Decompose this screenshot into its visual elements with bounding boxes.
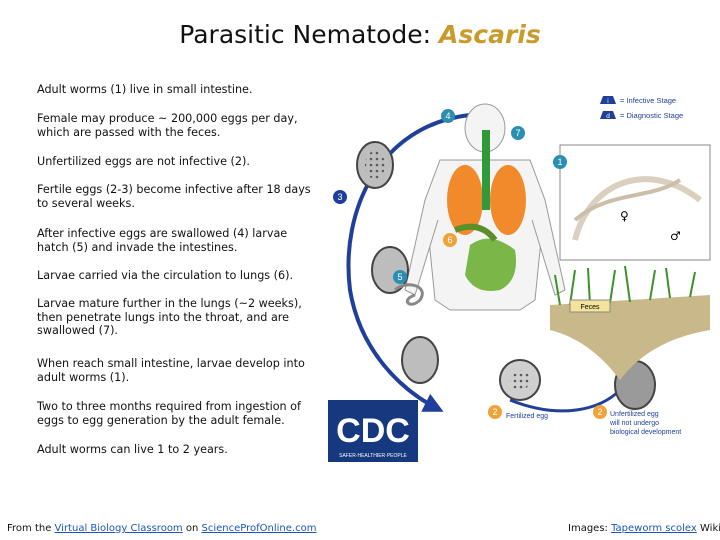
text-unfertilized: Unfertilized eggs are not infective (2).	[37, 155, 250, 168]
female-worm	[572, 176, 702, 241]
title-genus: Ascaris	[439, 20, 541, 49]
footer-left: From the Virtual Biology Classroom on Sc…	[7, 523, 316, 534]
stage-3-marker	[333, 190, 347, 204]
stomach	[453, 223, 498, 242]
footer-right-prefix: Images:	[568, 523, 612, 534]
stage-5-marker	[393, 270, 407, 284]
feces-label: Feces	[580, 304, 600, 311]
diagnostic-stage-icon	[600, 111, 616, 119]
grass	[554, 265, 696, 306]
infective-egg-larva	[365, 151, 385, 179]
stage-labels: 4 7 3 6 5 1 2 2	[333, 109, 607, 419]
stage-1-label: 1	[557, 157, 562, 167]
fertilized-egg-cell	[510, 370, 530, 390]
scienceprofonline-link[interactable]: ScienceProfOnline.com	[201, 523, 317, 534]
male-symbol: ♂	[670, 229, 681, 243]
stage-4-label: 4	[445, 111, 450, 121]
cdc-logo: CDC SAFER·HEALTHIER·PEOPLE	[328, 400, 418, 462]
stage-2-unfertilized-label: 2	[597, 407, 602, 417]
text-swallowed: After infective eggs are swallowed (4) l…	[37, 227, 288, 254]
stage-1-marker	[553, 155, 567, 169]
title-main: Parasitic Nematode:	[179, 20, 440, 49]
stage-3-label: 3	[337, 192, 342, 202]
intestine	[465, 238, 516, 291]
lung-left	[447, 165, 483, 235]
legend-infective-label: = Infective Stage	[620, 96, 676, 105]
footer-right: Images: Tapeworm scolex Wiki	[568, 523, 720, 534]
text-egg-production: Female may produce ~ 200,000 eggs per da…	[37, 112, 298, 139]
stage-6-marker	[443, 233, 457, 247]
text-timeline: Two to three months required from ingest…	[37, 400, 301, 427]
text-lungs: Larvae mature further in the lungs (~2 w…	[37, 297, 302, 337]
ascaris-life-cycle-diagram: i = Infective Stage d = Diagnostic Stage	[320, 90, 720, 470]
tapeworm-scolex-link[interactable]: Tapeworm scolex	[611, 523, 697, 534]
unfertilized-egg-caption-3: biological development	[610, 429, 681, 436]
cycle-arrow-left	[346, 113, 471, 412]
unfertilized-egg-caption-2: will not undergo	[609, 420, 659, 427]
cycle-arrow-bottom	[509, 388, 622, 413]
virtual-biology-classroom-link[interactable]: Virtual Biology Classroom	[54, 523, 183, 534]
cdc-logo-box	[328, 400, 418, 462]
feces-box	[569, 299, 611, 313]
legend-d-mark: d	[606, 113, 610, 120]
infective-stage-icon	[600, 96, 616, 104]
text-adult-worms: Adult worms (1) live in small intestine.	[37, 83, 253, 96]
adult-worms-panel: ♀ ♂	[559, 144, 711, 261]
legend-diagnostic-label: = Diagnostic Stage	[620, 111, 683, 120]
stage-4-marker	[441, 109, 455, 123]
footer-right-suffix: Wiki	[696, 523, 720, 534]
stage-6-label: 6	[447, 235, 452, 245]
soil-and-feces: Feces	[550, 265, 710, 380]
fertilized-egg-caption: Fertilized egg	[506, 413, 548, 420]
cdc-logo-text: CDC	[336, 412, 410, 450]
stage-5-label: 5	[397, 272, 402, 282]
legend-i-mark: i	[607, 98, 609, 105]
esophagus	[482, 130, 490, 210]
life-cycle-svg: i = Infective Stage d = Diagnostic Stage	[328, 96, 711, 462]
footer-left-prefix: From the	[7, 523, 55, 534]
cdc-logo-tagline: SAFER·HEALTHIER·PEOPLE	[339, 453, 407, 459]
unfertilized-egg-caption-1: Unfertilized egg	[610, 411, 659, 418]
stage-2-unfertilized-marker	[593, 405, 607, 419]
stage-7-label: 7	[515, 128, 520, 138]
human-body	[404, 103, 566, 311]
female-symbol: ♀	[620, 209, 629, 223]
page-title: Parasitic Nematode: Ascaris	[0, 20, 720, 49]
lung-right	[490, 165, 526, 235]
egg-illustrations	[356, 141, 656, 410]
stage-2-fertilized-marker	[488, 405, 502, 419]
soil-mound	[550, 295, 710, 380]
larva	[393, 283, 424, 306]
legend: i = Infective Stage d = Diagnostic Stage	[600, 96, 683, 120]
text-fertile-eggs: Fertile eggs (2-3) become infective afte…	[37, 183, 311, 210]
footer-left-mid: on	[182, 523, 202, 534]
text-circulation: Larvae carried via the circulation to lu…	[37, 269, 294, 282]
text-lifespan: Adult worms can live 1 to 2 years.	[37, 443, 228, 456]
stage-2-fertilized-label: 2	[492, 407, 497, 417]
text-small-intestine: When reach small intestine, larvae devel…	[37, 357, 305, 384]
developing-egg	[401, 336, 439, 384]
stage-7-marker	[511, 126, 525, 140]
male-worm	[573, 178, 682, 222]
